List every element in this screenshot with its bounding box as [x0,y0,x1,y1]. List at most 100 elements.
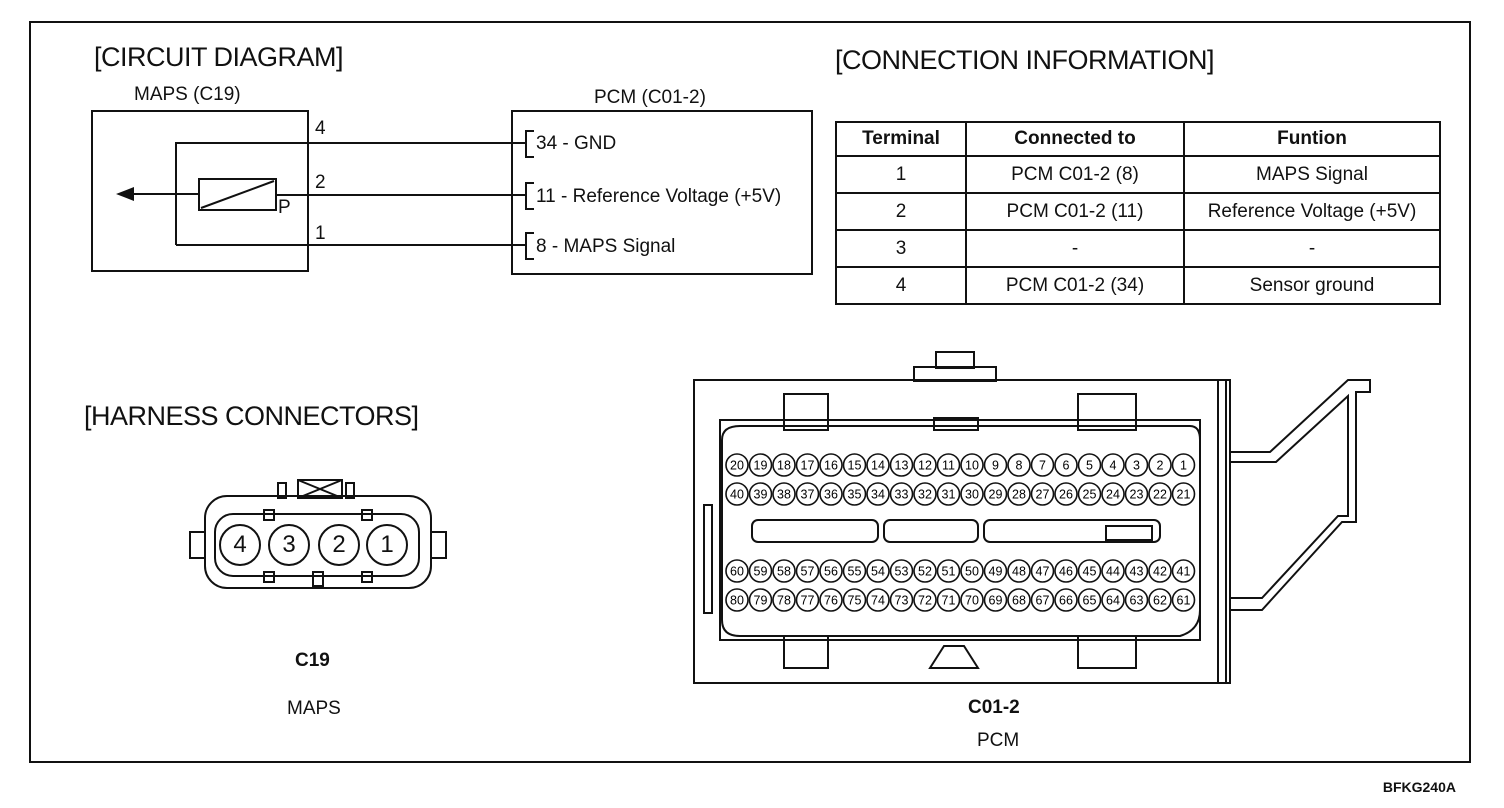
c19-code: C19 [295,650,330,671]
pcm-pin-circle [725,482,749,506]
pcm-pin-circle [772,559,796,583]
pcm-pin-label: 32 [918,488,932,502]
pcm-pin-circle [866,559,890,583]
pcm-pin-label: 53 [895,565,909,579]
pcm-pin-circle [913,482,937,506]
pcm-pin-label: 7 [1039,459,1046,473]
pcm-pin-label: 15 [848,459,862,473]
pcm-pin-label: 30 [965,488,979,502]
pcm-pin-label: 24 [1106,488,1120,502]
pcm-pin-circle [1007,482,1031,506]
pcm-pin-circle [913,559,937,583]
pcm-pin-circle [1171,588,1196,612]
pcm-pin-label: 2 [1157,459,1164,473]
pcm-pin-label: 21 [1177,488,1191,502]
pcm-pin-label: 34 [871,488,885,502]
pcm-pin-label: 31 [942,488,956,502]
pcm-pin-circle [1007,588,1031,612]
pcm-pin-label: 75 [848,594,862,608]
header-terminal: Terminal [835,121,967,157]
pcm-pin-circle [748,482,773,506]
pcm-pin-label: 51 [942,565,956,579]
cell-terminal: 1 [835,155,967,194]
pcm-pin-label: 77 [801,594,815,608]
pcm-pin-label: 12 [918,459,932,473]
pcm-pin-label: 13 [895,459,909,473]
pcm-pin-circle [1101,453,1125,477]
cell-connected-to: - [965,229,1185,268]
pcm-pin-circle [889,559,914,583]
pcm-pin-label: 28 [1012,488,1026,502]
table-row: 3 - - [835,229,1441,268]
pcm-pin-circle [795,453,820,477]
pcm-pin-circle [795,482,820,506]
figure-code: BFKG240A [1382,779,1456,795]
pcm-bracket-11 [525,182,534,210]
pcm-pin-circle [960,588,984,612]
pcm-pin-label: 6 [1063,459,1070,473]
pcm-pin-label: 17 [801,459,815,473]
maps-pin-2: 2 [315,172,326,193]
cell-function: Reference Voltage (+5V) [1183,192,1441,231]
pcm-pin-label: 37 [801,488,815,502]
pcm-pin-label: 26 [1059,488,1073,502]
connection-table: Terminal Connected to Funtion 1 PCM C01-… [835,121,1441,305]
pcm-pin-label: 43 [1130,565,1144,579]
pcm-pin-circle [1030,453,1055,477]
pcm-pin-label: 27 [1036,488,1050,502]
c19-pin: 1 [366,524,408,566]
pcm-pin-circle [1077,453,1102,477]
pcm-pin-circle [1007,559,1031,583]
pcm-pin-label: 47 [1036,565,1050,579]
harness-connectors-title: [HARNESS CONNECTORS] [84,401,419,431]
pcm-label: PCM (C01-2) [594,87,706,108]
pcm-pin-label: 58 [777,565,791,579]
cell-connected-to: PCM C01-2 (34) [965,266,1185,305]
cell-function: - [1183,229,1441,268]
pcm-pin-circle [936,559,961,583]
pcm-pin-circle [1030,482,1055,506]
pcm-pin-label: 25 [1083,488,1097,502]
pcm-pin-label: 62 [1153,594,1167,608]
pcm-pin-circle [1101,482,1125,506]
pcm-pin-circle [866,482,890,506]
pcm-pin-circle [866,453,890,477]
pcm-pin-circle [1148,588,1172,612]
connection-info-title: [CONNECTION INFORMATION] [835,45,1215,75]
circuit-diagram-title: [CIRCUIT DIAGRAM] [94,42,344,72]
pcm-pin-label: 52 [918,565,932,579]
pcm-pin-label: 67 [1036,594,1050,608]
pcm-pin-circle [819,559,843,583]
pcm-pin-label: 44 [1106,565,1120,579]
cell-terminal: 2 [835,192,967,231]
table-row: 4 PCM C01-2 (34) Sensor ground [835,266,1441,305]
pcm-pin-circle [795,588,820,612]
pcm-pin-label: 41 [1177,565,1191,579]
pcm-pin-label: 10 [965,459,979,473]
pcm-pin-circle [795,559,820,583]
pcm-pin-label: 73 [895,594,909,608]
pcm-pin-label: 18 [777,459,791,473]
pcm-pin-circle [725,588,749,612]
pcm-pin-circle [842,453,867,477]
pcm-pin-circle [1148,482,1172,506]
pcm-pin-label: 70 [965,594,979,608]
maps-pin-4: 4 [315,118,326,139]
maps-box [91,110,309,272]
pcm-pin-label: 29 [989,488,1003,502]
pcm-pin-label: 56 [824,565,838,579]
cell-connected-to: PCM C01-2 (11) [965,192,1185,231]
pcm-pin-circle [866,588,890,612]
pcm-pin-label: 3 [1133,459,1140,473]
table-header-row: Terminal Connected to Funtion [835,121,1441,157]
pcm-pin-label: 19 [754,459,768,473]
pcm-pin-label: 5 [1086,459,1093,473]
pcm-pin-label: 64 [1106,594,1120,608]
pcm-pin-circle [889,588,914,612]
pcm-pin-label: 36 [824,488,838,502]
pcm-connector-drawing [693,351,1371,684]
pcm-pin-label: 57 [801,565,815,579]
pcm-pin-label: 11 [942,459,955,473]
pcm-pin-circle [1171,559,1196,583]
pcm-pin-label: 72 [918,594,932,608]
